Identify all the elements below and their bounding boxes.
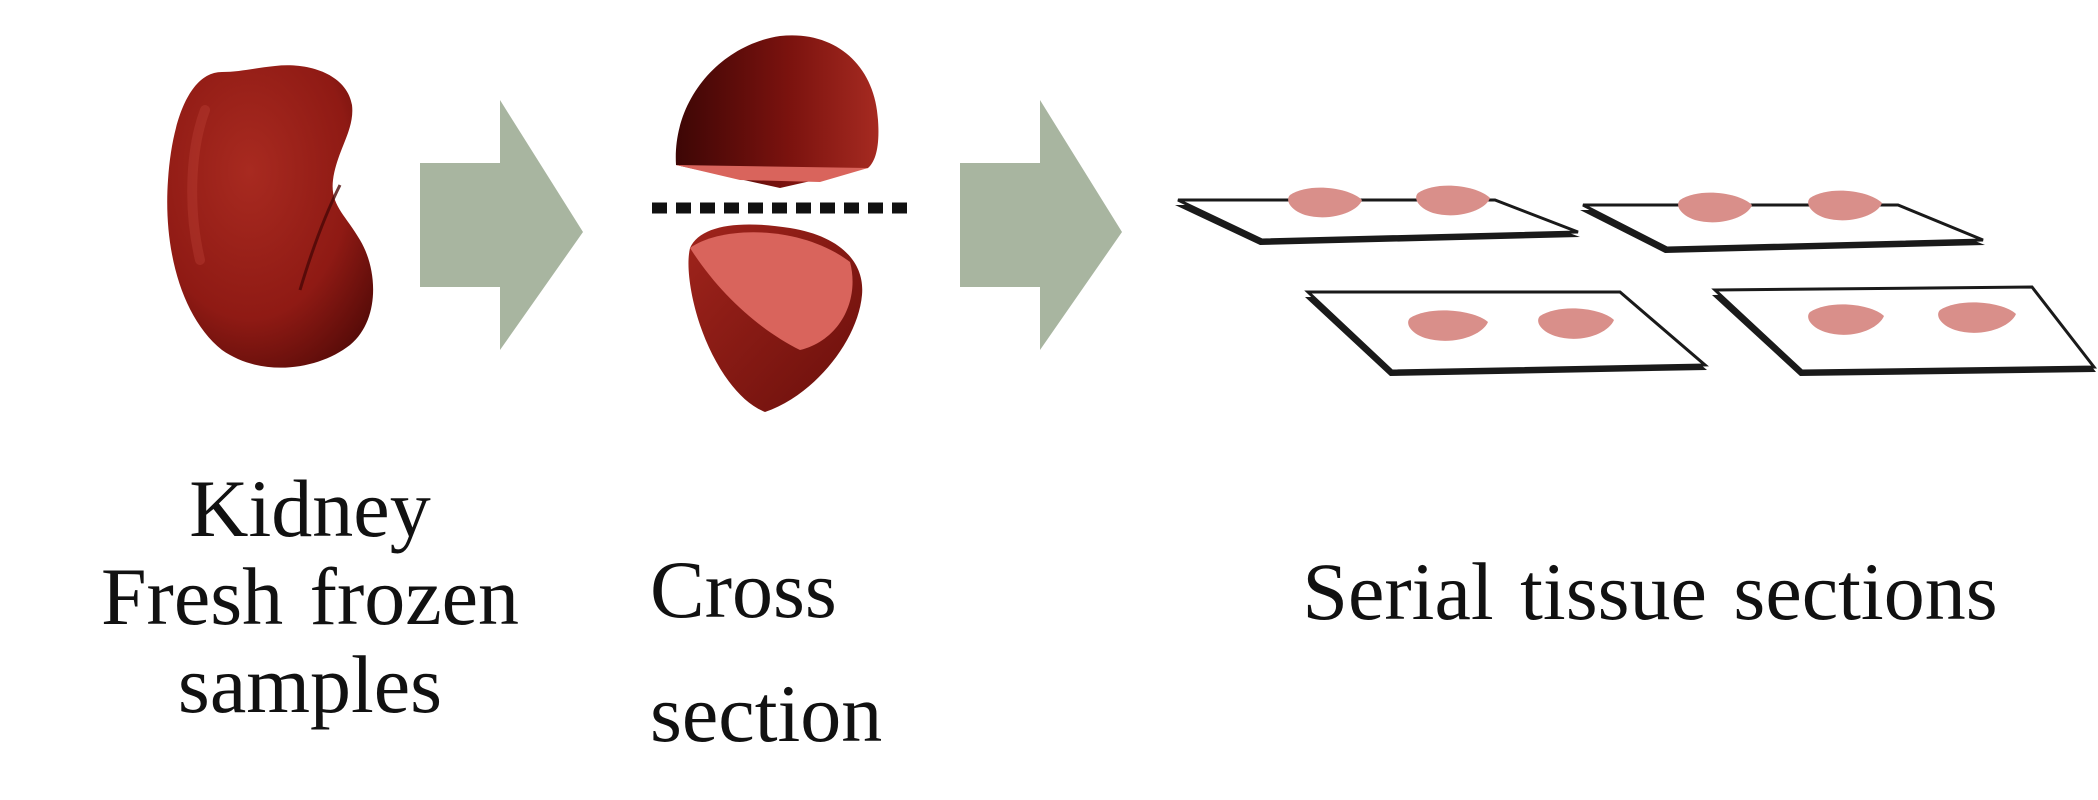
tissue-section [1538, 308, 1614, 339]
cross-section-caption: Cross section [650, 528, 970, 776]
tissue-section [1808, 304, 1884, 335]
kidney-caption: Kidney Fresh frozen samples [30, 465, 590, 729]
slides-group [1175, 185, 2098, 376]
bottom-half-cut-face [690, 232, 853, 350]
caption-line: Cross [650, 544, 837, 635]
tissue-section [1938, 302, 2016, 333]
tissue-section [1416, 185, 1490, 216]
caption-line: Serial tissue sections [1302, 546, 1998, 637]
caption-line: Fresh frozen [100, 551, 520, 642]
kidney-illustration [167, 65, 374, 368]
slide-1 [1175, 185, 1580, 245]
top-half-cut-face [676, 165, 868, 182]
tissue-section [1808, 190, 1882, 221]
arrow-1 [420, 100, 583, 350]
slide-2 [1580, 190, 1985, 253]
kidney-shape [167, 65, 374, 368]
serial-sections-caption: Serial tissue sections [1220, 548, 2080, 636]
caption-line: samples [177, 639, 443, 730]
tissue-section [1408, 310, 1488, 341]
caption-line: section [650, 668, 883, 759]
kidney-highlight [187, 105, 210, 265]
caption-line: Kidney [189, 463, 431, 554]
slide-3 [1304, 290, 1709, 376]
tissue-section [1288, 187, 1362, 218]
tissue-section [1678, 192, 1752, 223]
arrow-2 [960, 100, 1122, 350]
cross-section-illustration [652, 35, 912, 412]
kidney-hilum-crease [298, 184, 342, 291]
top-half-shape [675, 35, 879, 189]
slide-4 [1711, 285, 2098, 376]
